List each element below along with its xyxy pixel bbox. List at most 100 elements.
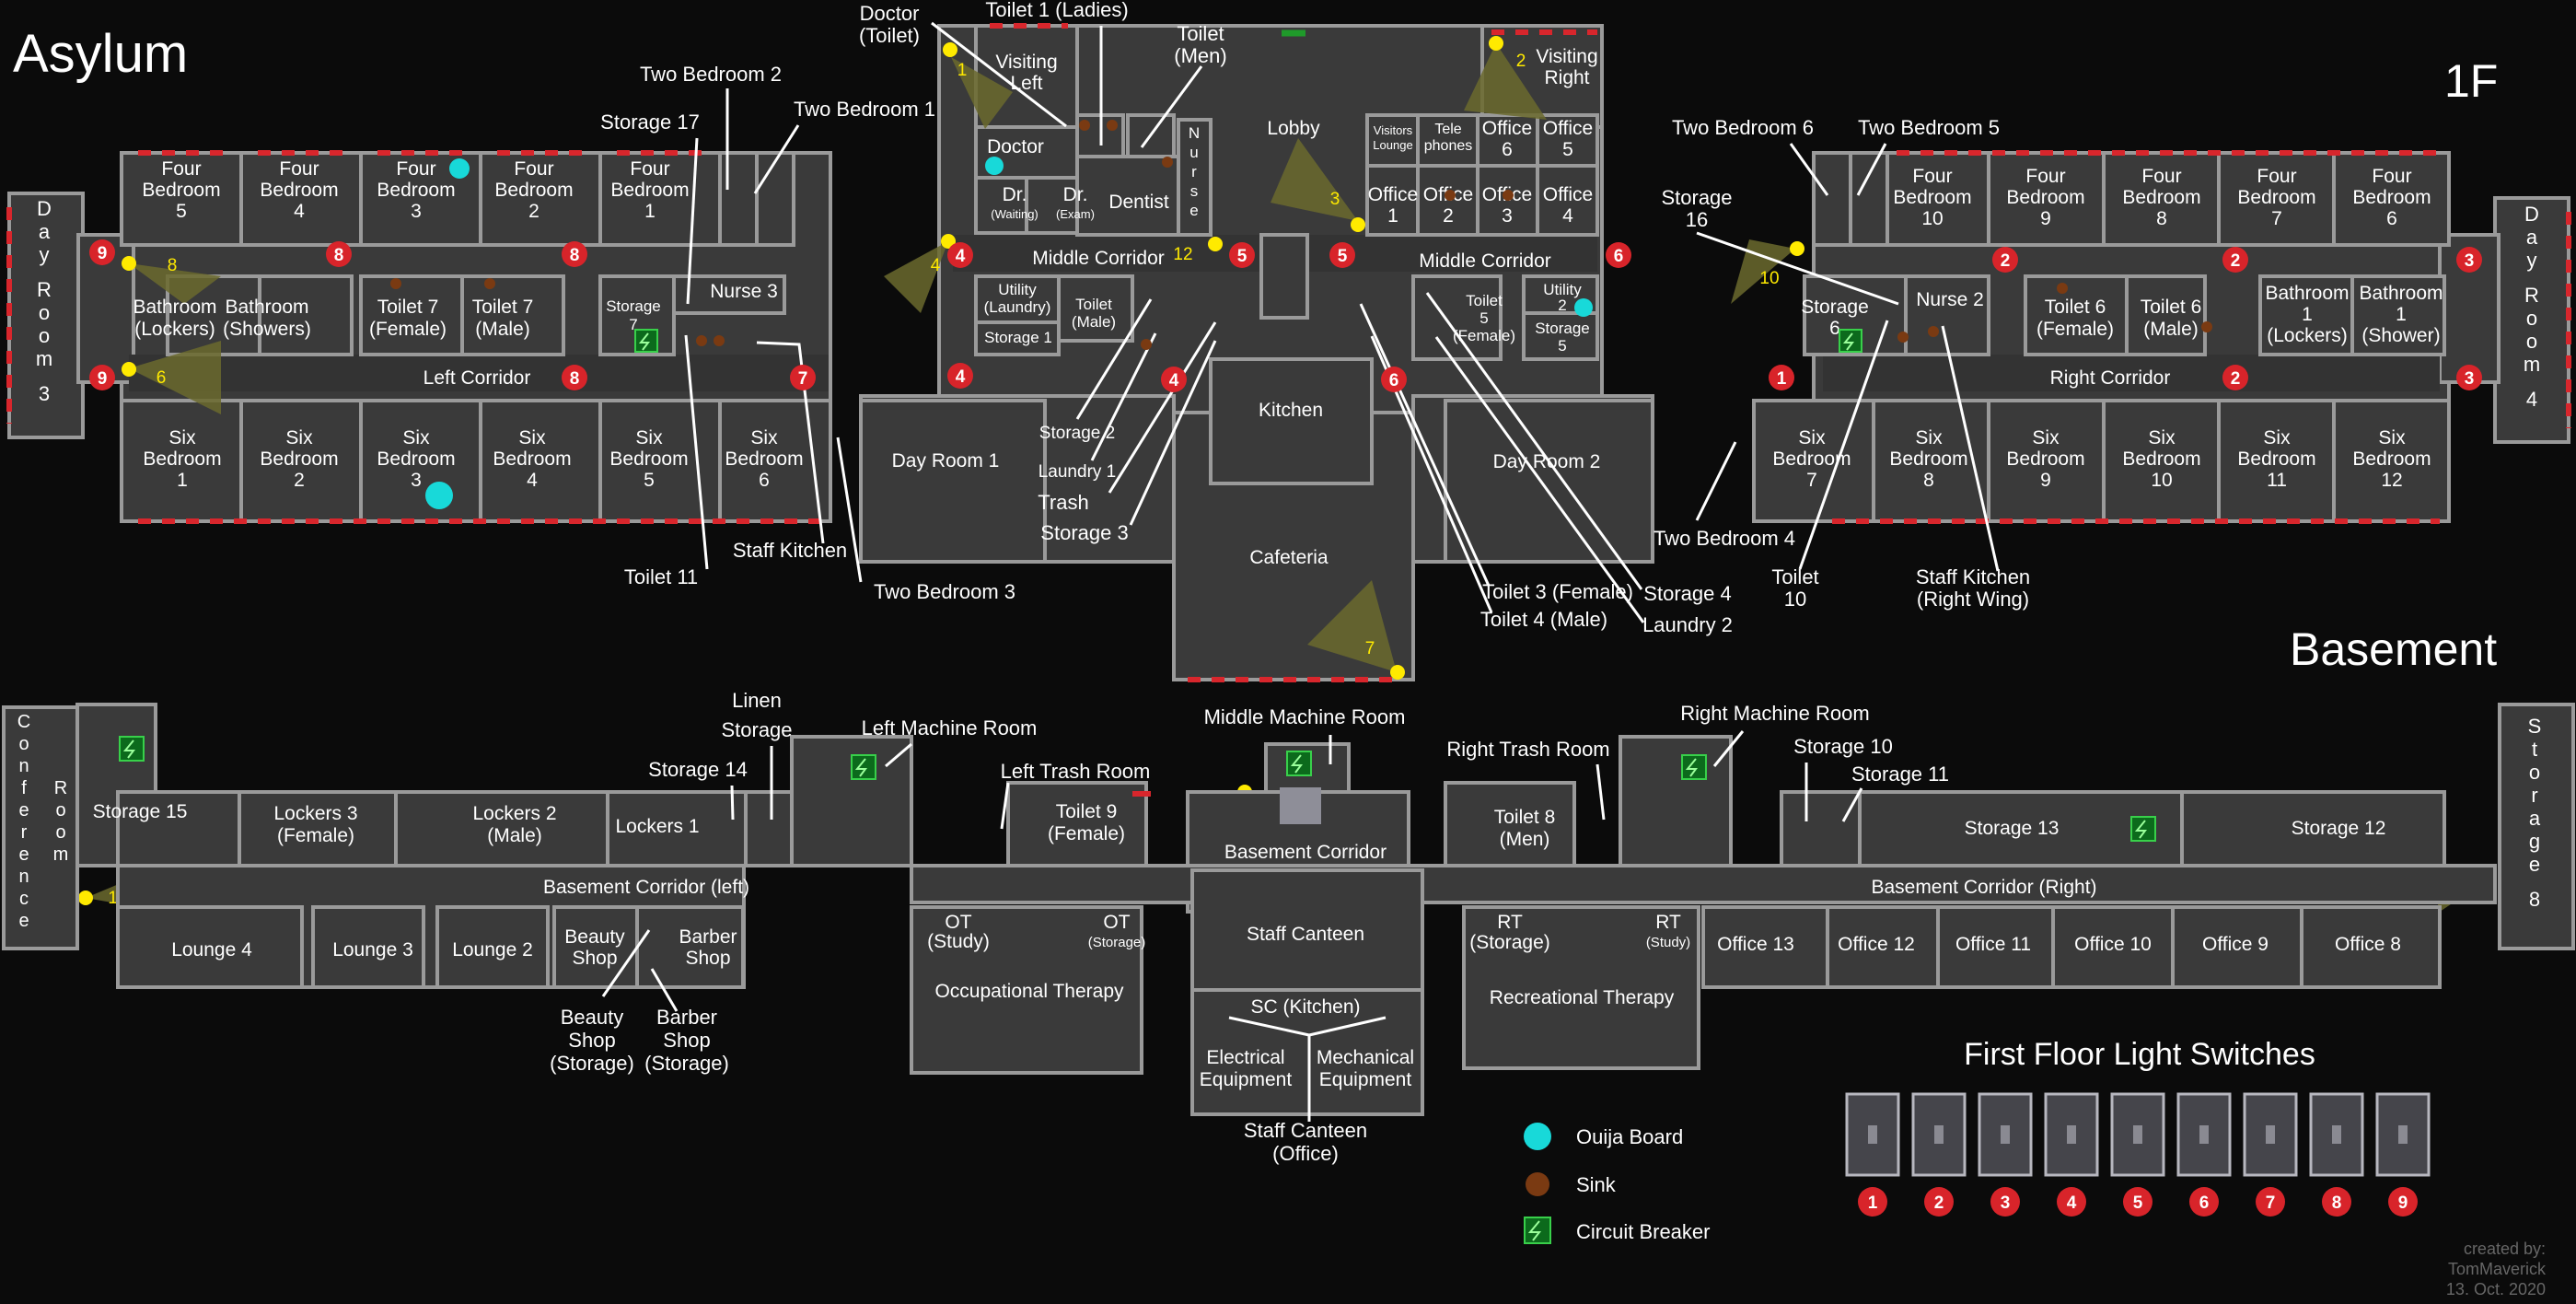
svg-text:2: 2 [2231, 251, 2241, 271]
svg-text:Dr.(Waiting): Dr.(Waiting) [991, 184, 1039, 221]
svg-text:TomMaverick: TomMaverick [2448, 1260, 2547, 1278]
svg-text:Storage 4: Storage 4 [1643, 582, 1731, 605]
svg-text:Two Bedroom 3: Two Bedroom 3 [874, 580, 1015, 603]
windows [6, 23, 2571, 682]
svg-text:Staff Kitchen(Right Wing): Staff Kitchen(Right Wing) [1916, 565, 2030, 611]
svg-text:Dentist: Dentist [1108, 192, 1169, 213]
svg-text:6: 6 [1614, 247, 1624, 266]
svg-text:Kitchen: Kitchen [1259, 400, 1323, 421]
svg-text:1: 1 [1777, 369, 1787, 389]
circuit-breaker-icon [2130, 816, 2156, 842]
svg-text:7: 7 [798, 369, 808, 389]
switch-number: 5 [2133, 1193, 2143, 1213]
sink-icon [390, 278, 401, 289]
svg-text:RT(Storage): RT(Storage) [1469, 912, 1550, 953]
legend: Ouija Board Sink Circuit Breaker [1524, 1123, 1710, 1244]
svg-text:Utility(Laundry): Utility(Laundry) [984, 281, 1051, 316]
svg-text:Ouija Board: Ouija Board [1576, 1125, 1683, 1148]
light-switch-2[interactable]: 2 [1911, 1092, 1967, 1217]
svg-text:12: 12 [1173, 245, 1192, 264]
sink-icon [1526, 1172, 1549, 1196]
sink-icon [696, 335, 707, 346]
svg-text:OT(Study): OT(Study) [927, 912, 990, 952]
svg-text:Toilet 4 (Male): Toilet 4 (Male) [1480, 608, 1607, 631]
svg-text:Left Corridor: Left Corridor [424, 367, 531, 389]
svg-text:Staff Kitchen: Staff Kitchen [733, 539, 847, 562]
svg-text:Storage 17: Storage 17 [600, 111, 700, 134]
credit: created by: TomMaverick 13. Oct. 2020 [2446, 1240, 2547, 1298]
svg-text:Nurse 3: Nurse 3 [710, 281, 778, 302]
light-switch-6[interactable]: 6 [2176, 1092, 2232, 1217]
svg-text:1: 1 [957, 61, 968, 80]
light-switch-8[interactable]: 8 [2309, 1092, 2364, 1217]
svg-text:10: 10 [1759, 269, 1779, 288]
svg-text:First Floor Light Switches: First Floor Light Switches [1964, 1037, 2315, 1072]
svg-text:Laundry 2: Laundry 2 [1642, 613, 1733, 636]
svg-text:Office 10: Office 10 [2074, 934, 2152, 955]
svg-text:4: 4 [956, 367, 966, 387]
circuit-breaker-icon [1286, 751, 1312, 776]
ouija-icon [425, 482, 453, 509]
svg-text:Toilet(Men): Toilet(Men) [1174, 22, 1226, 67]
svg-text:Staff Canteen: Staff Canteen [1247, 924, 1364, 945]
svg-text:Lockers 3(Female): Lockers 3(Female) [273, 803, 357, 846]
light-switch-3[interactable]: 3 [1978, 1092, 2033, 1217]
circuit-breaker-icon [1839, 329, 1862, 353]
switch-number: 6 [2199, 1193, 2210, 1213]
svg-text:SC (Kitchen): SC (Kitchen) [1250, 996, 1360, 1018]
circuit-breaker-icon [851, 754, 876, 780]
ouija-icon [1524, 1123, 1551, 1150]
svg-text:4: 4 [931, 256, 941, 275]
svg-text:Circuit Breaker: Circuit Breaker [1576, 1220, 1710, 1243]
svg-text:Storage 1: Storage 1 [984, 329, 1052, 346]
first-floor-callouts: Doctor(Toilet) Toilet 1 (Ladies) Toilet(… [600, 0, 2030, 636]
svg-text:Lounge 4: Lounge 4 [171, 939, 252, 961]
svg-text:9: 9 [98, 369, 108, 389]
light-switch-7[interactable]: 7 [2243, 1092, 2298, 1217]
ouija-icon [449, 158, 470, 179]
light-switch-1[interactable]: 1 [1845, 1092, 1900, 1217]
svg-text:RT(Study): RT(Study) [1646, 912, 1690, 950]
svg-text:Office 12: Office 12 [1838, 934, 1915, 955]
svg-text:3: 3 [2465, 369, 2475, 389]
light-switch-4[interactable]: 4 [2044, 1092, 2099, 1217]
ouija-icon [985, 157, 1004, 175]
svg-text:Basement Corridor (Right): Basement Corridor (Right) [1871, 877, 2096, 898]
svg-text:7: 7 [1365, 639, 1375, 658]
light-switch-9[interactable]: 9 [2375, 1092, 2431, 1217]
svg-text:Cafeteria: Cafeteria [1249, 547, 1329, 568]
sink-icon [714, 335, 725, 346]
svg-text:Toilet 7(Female): Toilet 7(Female) [369, 297, 447, 340]
svg-text:5: 5 [1338, 247, 1348, 266]
sink-icon [1928, 326, 1939, 337]
light-switch-5[interactable]: 5 [2110, 1092, 2165, 1217]
svg-text:Storage 11: Storage 11 [1851, 763, 1949, 786]
svg-text:8: 8 [570, 246, 580, 265]
svg-text:Right Trash Room: Right Trash Room [1446, 738, 1609, 761]
svg-text:Toilet 3 (Female): Toilet 3 (Female) [1482, 580, 1633, 603]
svg-text:Bathroom(Showers): Bathroom(Showers) [223, 297, 311, 340]
svg-text:Office 11: Office 11 [1955, 934, 2031, 955]
ouija-icon [1574, 298, 1593, 317]
svg-text:Toilet 9(Female): Toilet 9(Female) [1048, 801, 1125, 844]
svg-text:Right Corridor: Right Corridor [2050, 367, 2171, 389]
